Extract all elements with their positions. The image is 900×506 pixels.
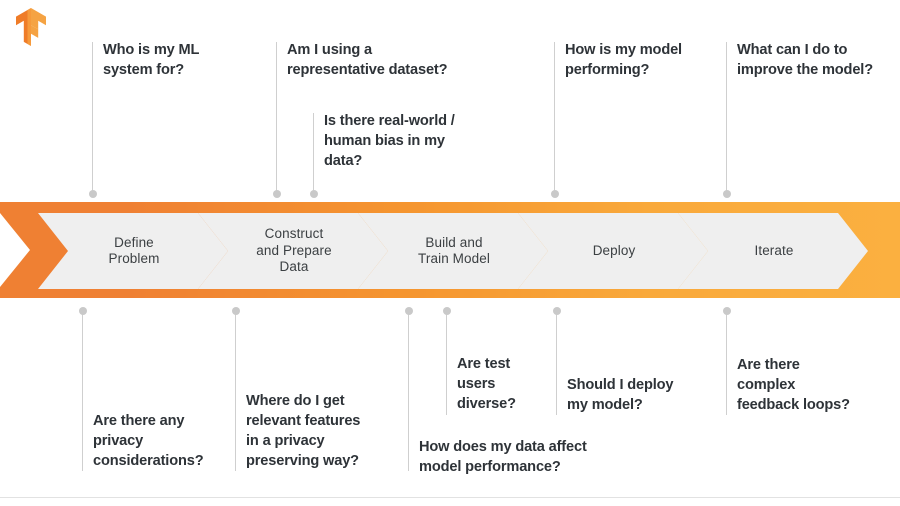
process-step-label: Define Problem [108, 234, 160, 266]
question-am-i-using-a-representative-dataset: Am I using a representative dataset? [287, 42, 448, 78]
connector-line-where-do-i-get-relevant-features [235, 311, 236, 471]
connector-dot-is-there-real-world-human-bias [309, 190, 318, 198]
connector-line-is-there-real-world-human-bias [313, 113, 314, 194]
tensorflow-logo-icon [16, 8, 46, 46]
band-left-notch [0, 213, 30, 287]
process-step-iterate[interactable]: Iterate [678, 213, 868, 289]
connector-line-are-there-complex-feedback-loops [726, 311, 727, 415]
connector-dot-who-is-my-ml-system-for [88, 190, 97, 198]
tensorflow-logo [16, 8, 46, 46]
process-step-deploy[interactable]: Deploy [518, 213, 708, 289]
process-step-label: Construct and Prepare Data [256, 226, 332, 275]
connector-dot-should-i-deploy-my-model [552, 307, 561, 315]
connector-dot-are-there-any-privacy-considerations [78, 307, 87, 315]
connector-line-are-test-users-diverse [446, 311, 447, 415]
connector-line-what-can-i-do-to-improve-the-model [726, 42, 727, 194]
question-are-there-any-privacy-considerations: Are there any privacy considerations? [93, 413, 204, 469]
connector-dot-how-does-my-data-affect-model-performance [404, 307, 413, 315]
question-what-can-i-do-to-improve-the-model: What can I do to improve the model? [737, 42, 873, 78]
question-how-is-my-model-performing: How is my model performing? [565, 42, 682, 78]
connector-dot-are-there-complex-feedback-loops [722, 307, 731, 315]
process-step-label: Deploy [592, 242, 636, 258]
footer-divider [0, 497, 900, 498]
connector-line-how-does-my-data-affect-model-performance [408, 311, 409, 471]
question-how-does-my-data-affect-model-performance: How does my data affect model performanc… [419, 439, 587, 475]
connector-dot-am-i-using-a-representative-dataset [272, 190, 281, 198]
connector-dot-how-is-my-model-performing [550, 190, 559, 198]
process-step-label: Build and Train Model [418, 234, 490, 266]
question-are-there-complex-feedback-loops: Are there complex feedback loops? [737, 357, 850, 413]
connector-line-who-is-my-ml-system-for [92, 42, 93, 194]
connector-line-am-i-using-a-representative-dataset [276, 42, 277, 194]
question-where-do-i-get-relevant-features: Where do I get relevant features in a pr… [246, 393, 361, 469]
connector-dot-what-can-i-do-to-improve-the-model [722, 190, 731, 198]
connector-line-are-there-any-privacy-considerations [82, 311, 83, 471]
process-step-define-problem[interactable]: Define Problem [38, 213, 228, 289]
process-step-label: Iterate [754, 242, 794, 258]
question-should-i-deploy-my-model: Should I deploy my model? [567, 377, 674, 413]
process-step-construct-prepare-data[interactable]: Construct and Prepare Data [198, 213, 388, 289]
connector-dot-are-test-users-diverse [442, 307, 451, 315]
question-who-is-my-ml-system-for: Who is my ML system for? [103, 42, 200, 78]
question-is-there-real-world-human-bias: Is there real-world / human bias in my d… [324, 113, 455, 169]
connector-line-how-is-my-model-performing [554, 42, 555, 194]
question-are-test-users-diverse: Are test users diverse? [457, 356, 516, 412]
connector-line-should-i-deploy-my-model [556, 311, 557, 415]
connector-dot-where-do-i-get-relevant-features [231, 307, 240, 315]
process-step-build-train-model[interactable]: Build and Train Model [358, 213, 548, 289]
